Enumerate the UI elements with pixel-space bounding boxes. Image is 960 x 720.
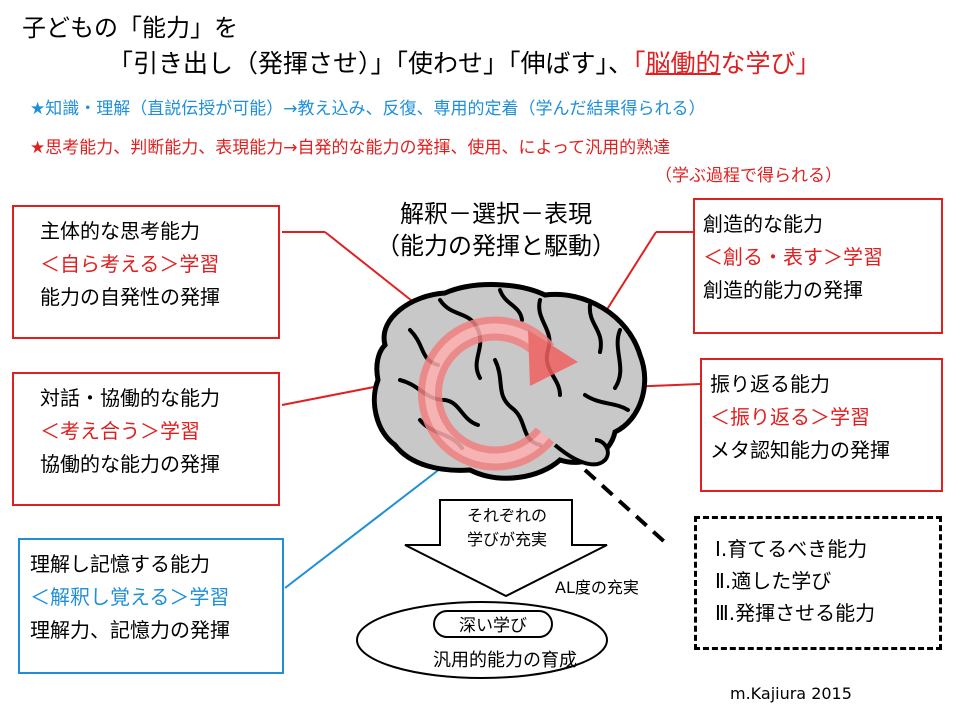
box-heading: 振り返る能力 — [710, 372, 830, 396]
center-title-line1: 解釈－選択－表現 — [400, 200, 592, 228]
outcome-label: 汎用的能力の育成 — [433, 650, 577, 671]
box-exercise: 理解力、記憶力の発揮 — [30, 618, 230, 642]
box-exercise: メタ認知能力の発揮 — [710, 438, 890, 462]
al-label: AL度の充実 — [555, 578, 639, 597]
center-title-line2: （能力の発揮と駆動） — [376, 232, 616, 260]
box-exercise: 能力の自発性の発揮 — [40, 285, 220, 309]
title-red-open: 「 — [633, 49, 646, 78]
signature: m.Kajiura 2015 — [730, 684, 852, 703]
box-learning-mode: ＜考え合う＞学習 — [40, 419, 200, 443]
red-note: ★思考能力、判断能力、表現能力→自発的な能力の発揮、使用、によって汎用的熟達 — [30, 138, 671, 158]
box-heading: 主体的な思考能力 — [40, 219, 200, 243]
red-note-continuation: （学ぶ過程で得られる） — [655, 166, 842, 186]
box-creativity: 創造的な能力 ＜創る・表す＞学習 創造的能力の発揮 — [693, 198, 943, 334]
title-underlined-word: 脳働的 — [645, 49, 721, 78]
legend-item-2: Ⅱ.適した学び — [715, 569, 832, 593]
center-title: 解釈－選択－表現 （能力の発揮と駆動） — [346, 198, 646, 262]
down-arrow-label: それぞれの 学びが充実 — [442, 504, 572, 552]
title-line2: 「引き出し（発揮させ）」「使わせ」「伸ばす」、「脳働的な学び」 — [108, 44, 821, 80]
title-line1: 子どもの「能力」を — [22, 14, 238, 42]
box-exercise: 創造的能力の発揮 — [703, 278, 863, 302]
box-learning-mode: ＜解釈し覚える＞学習 — [30, 585, 230, 609]
box-understanding-memory: 理解し記憶する能力 ＜解釈し覚える＞学習 理解力、記憶力の発揮 — [18, 538, 284, 674]
cycle-arrow-icon — [417, 316, 578, 471]
box-heading: 対話・協働的な能力 — [40, 386, 220, 410]
box-learning-mode: ＜自ら考える＞学習 — [40, 252, 220, 276]
box-legend-dashed: Ⅰ.育てるべき能力 Ⅱ.適した学び Ⅲ.発揮させる能力 — [694, 516, 942, 650]
box-heading: 理解し記憶する能力 — [30, 552, 210, 576]
box-proactive-thinking: 主体的な思考能力 ＜自ら考える＞学習 能力の自発性の発揮 — [12, 205, 280, 339]
box-exercise: 協働的な能力の発揮 — [40, 452, 220, 476]
blue-note: ★知識・理解（直説伝授が可能）→教え込み、反復、専用的定着（学んだ結果得られる） — [30, 99, 706, 119]
title-line2-prefix: 「引き出し（発揮させ）」「使わせ」「伸ばす」、 — [108, 49, 634, 78]
box-reflection: 振り返る能力 ＜振り返る＞学習 メタ認知能力の発揮 — [700, 358, 943, 492]
box-learning-mode: ＜振り返る＞学習 — [710, 405, 870, 429]
down-arrow-label-line1: それぞれの — [466, 506, 547, 525]
down-arrow-icon — [404, 499, 608, 598]
box-learning-mode: ＜創る・表す＞学習 — [703, 245, 883, 269]
box-dialogue-collaboration: 対話・協働的な能力 ＜考え合う＞学習 協働的な能力の発揮 — [12, 372, 280, 506]
legend-item-1: Ⅰ.育てるべき能力 — [715, 537, 868, 561]
connector-dashed — [583, 468, 670, 547]
down-arrow-label-line2: 学びが充実 — [466, 530, 547, 549]
legend-item-3: Ⅲ.発揮させる能力 — [715, 601, 876, 625]
title-red-close: な学び」 — [720, 49, 821, 78]
box-heading: 創造的な能力 — [703, 212, 823, 236]
connector-bottom-left — [284, 464, 446, 589]
deep-learning-pill: 深い学び — [433, 610, 553, 638]
